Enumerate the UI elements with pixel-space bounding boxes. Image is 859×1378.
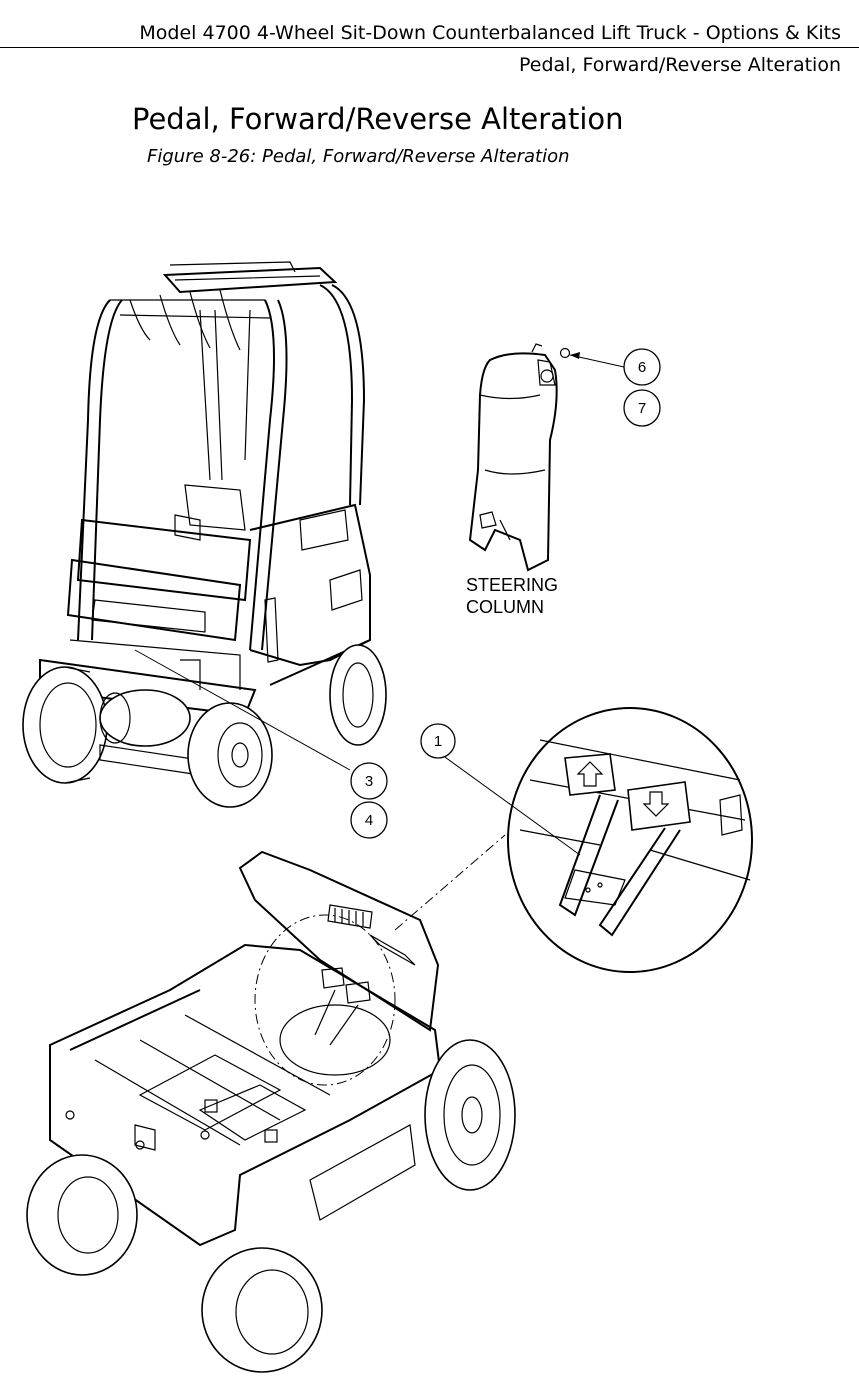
steering-column-label-line2: COLUMN xyxy=(466,597,544,617)
lift-truck-drawing xyxy=(22,261,387,808)
chassis-drawing xyxy=(26,834,516,1373)
callout-bubble-1: 1 xyxy=(420,723,456,759)
callout-bubble-4: 4 xyxy=(350,801,388,839)
header-rule xyxy=(0,47,859,48)
steering-column-drawing xyxy=(468,343,571,572)
callout-bubble-3: 3 xyxy=(350,762,388,800)
figure-caption: Figure 8-26: Pedal, Forward/Reverse Alte… xyxy=(147,146,570,167)
section-title: Pedal, Forward/Reverse Alteration xyxy=(132,102,624,136)
callout-number-3: 3 xyxy=(365,773,373,790)
callout-number-1: 1 xyxy=(434,733,442,750)
pedal-detail-view xyxy=(507,707,753,973)
document-header-section: Pedal, Forward/Reverse Alteration xyxy=(518,54,841,76)
callout-number-4: 4 xyxy=(365,812,373,829)
callout-number-6: 6 xyxy=(638,359,646,376)
callout-bubble-6: 6 xyxy=(623,348,661,386)
callout-leaders xyxy=(134,352,625,856)
steering-column-label-line1: STEERING xyxy=(466,575,558,595)
document-header-title: Model 4700 4-Wheel Sit-Down Counterbalan… xyxy=(139,22,841,44)
callout-bubble-7: 7 xyxy=(623,389,661,427)
callout-number-7: 7 xyxy=(638,400,646,417)
